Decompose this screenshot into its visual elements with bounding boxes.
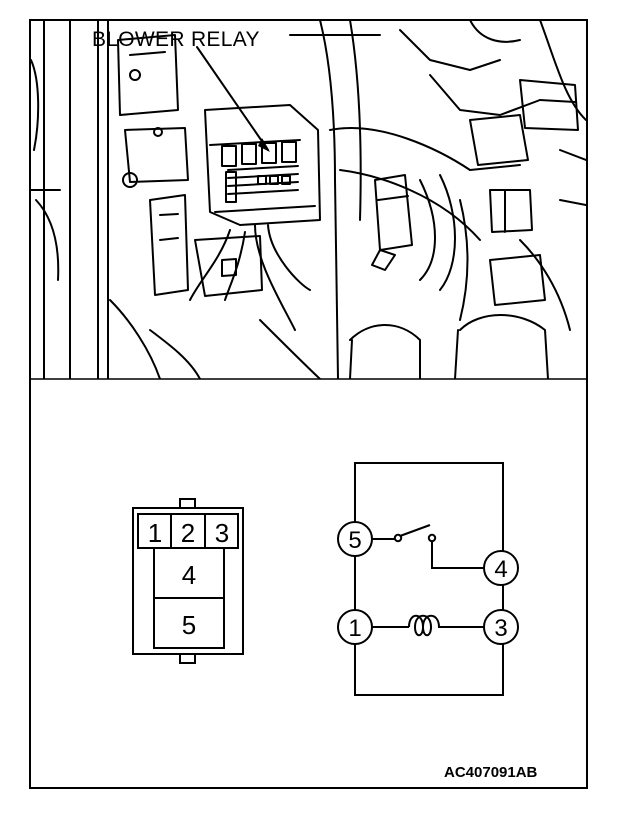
connector-latch-top [179, 498, 196, 509]
pin-label-2: 2 [181, 518, 195, 548]
terminal-label-3: 3 [494, 615, 507, 642]
pin-label-5: 5 [182, 610, 196, 640]
terminal-label-5: 5 [348, 527, 361, 554]
relay-slot [221, 145, 237, 167]
switch-contact-common [393, 533, 403, 543]
terminal-5 [337, 521, 373, 557]
relay-connector [132, 498, 244, 664]
cavity-5 [153, 597, 225, 649]
switch-blade [399, 524, 431, 537]
relay-box-body [204, 104, 321, 226]
terminal-label-1: 1 [348, 615, 361, 642]
terminal-label-4: 4 [494, 556, 507, 583]
connector-latch-bottom [179, 653, 196, 664]
relay-location-illustration [31, 21, 586, 379]
terminal-4 [483, 550, 519, 586]
pin-label-1: 1 [148, 518, 162, 548]
switch-lead-4 [431, 541, 484, 569]
coil-winding [408, 614, 449, 637]
switch-contact-no [427, 533, 437, 543]
blower-relay-callout: BLOWER RELAY [92, 28, 260, 51]
relay-schematic [337, 462, 519, 696]
pin-label-3: 3 [215, 518, 229, 548]
terminal-3 [483, 609, 519, 645]
pillar-outline [43, 21, 109, 379]
relay-housing [354, 462, 504, 696]
figure-frame [29, 19, 588, 789]
figure-id: AC407091AB [444, 764, 538, 781]
terminal-1 [337, 609, 373, 645]
pin-label-4: 4 [182, 560, 196, 590]
